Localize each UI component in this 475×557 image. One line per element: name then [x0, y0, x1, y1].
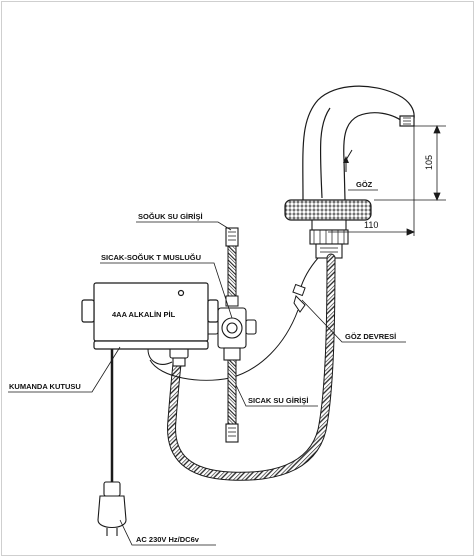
label-power: AC 230V Hz/DC6v	[136, 535, 200, 544]
label-soguk-su-girisi: SOĞUK SU GİRİŞİ	[138, 212, 203, 221]
dim-110: 110	[364, 220, 378, 230]
dim-105: 105	[424, 155, 434, 170]
sensor-arrow-icon	[343, 156, 349, 163]
sensor-connector	[292, 283, 306, 313]
leader-power	[119, 519, 216, 546]
dimension-reach	[328, 126, 416, 236]
sensor-cable	[299, 257, 319, 291]
label-goz-devresi: GÖZ DEVRESİ	[345, 332, 396, 341]
label-sicak-su-girisi: SICAK SU GİRİŞİ	[248, 396, 308, 405]
hot-inlet-hose	[225, 359, 239, 443]
power-plug-icon	[97, 481, 127, 536]
mounting-nut	[309, 219, 349, 259]
label-t-muslugu: SICAK-SOĞUK T MUSLUĞU	[101, 253, 201, 262]
t-valve	[205, 307, 257, 361]
faucet	[302, 85, 415, 201]
cold-inlet-hose	[225, 227, 239, 307]
label-kumanda-kutusu: KUMANDA KUTUSU	[9, 382, 81, 391]
control-wire	[147, 348, 173, 365]
leader-kumanda	[8, 346, 121, 393]
leader-cold-inlet	[136, 221, 232, 231]
leader-t-valve	[100, 262, 233, 319]
countertop	[284, 199, 372, 221]
leader-hot-inlet	[235, 384, 318, 407]
label-alkalin-pil: 4AA ALKALİN PİL	[112, 310, 176, 319]
control-box	[81, 282, 219, 350]
label-goz: GÖZ	[356, 180, 373, 189]
dimension-height	[374, 124, 446, 202]
leader-goz-devresi	[301, 299, 406, 343]
